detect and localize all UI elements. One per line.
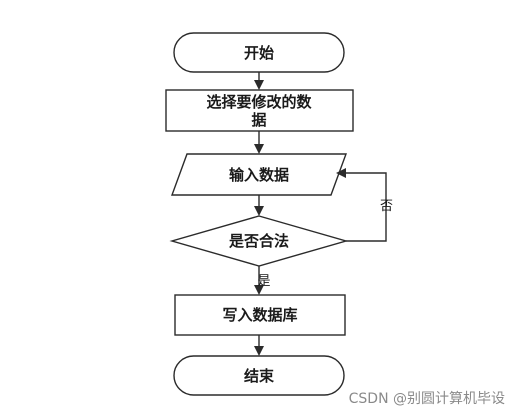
write-database-node bbox=[174, 294, 346, 336]
select-data-node bbox=[165, 89, 354, 132]
decision-label: 是否合法 bbox=[228, 232, 289, 250]
watermark-text: CSDN @别圆计算机毕设 bbox=[348, 391, 505, 407]
end-node bbox=[173, 355, 345, 396]
select-data-label-line1: 选择要修改的数 bbox=[206, 93, 312, 111]
no-label: 否 bbox=[380, 199, 393, 214]
start-label: 开始 bbox=[244, 44, 274, 62]
edge-decision-no-loop bbox=[336, 168, 387, 242]
write-database-label: 写入数据库 bbox=[222, 306, 297, 324]
yes-label: 是 bbox=[257, 274, 270, 289]
select-data-label-line2: 据 bbox=[251, 111, 266, 129]
input-data-label: 输入数据 bbox=[229, 166, 289, 184]
end-label: 结束 bbox=[244, 367, 275, 385]
input-data-node bbox=[170, 153, 348, 196]
